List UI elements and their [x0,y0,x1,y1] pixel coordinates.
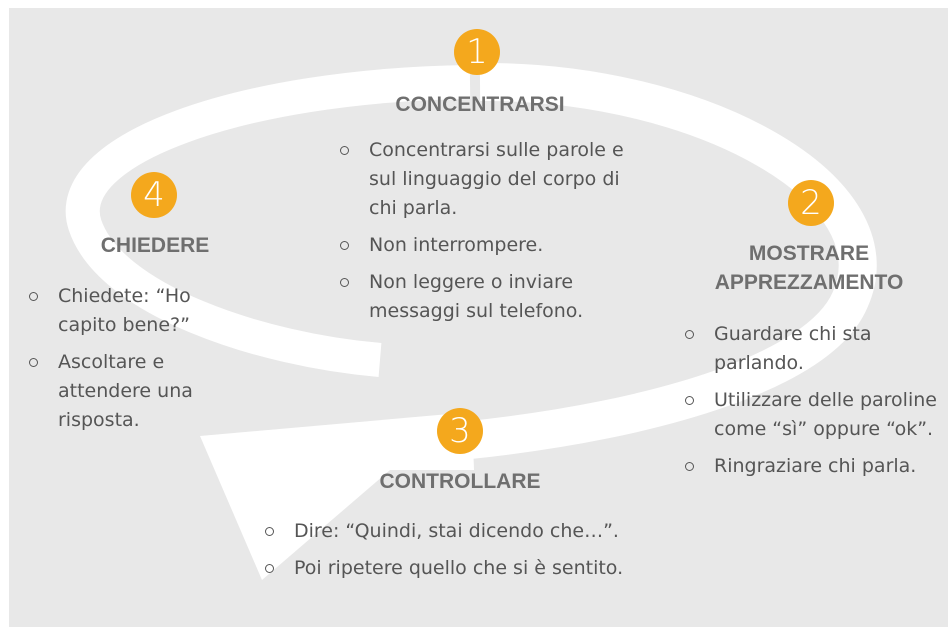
step-3-bullet: Poi ripetere quello che si è sentito. [262,554,624,583]
step-2-bullet: Guardare chi sta parlando. [682,320,944,378]
step-1-heading: CONCENTRARSI [395,93,565,116]
step-2-bullet: Ringraziare chi parla. [682,452,944,481]
step-3-bullet: Dire: “Quindi, stai dicendo che…”. [262,517,682,546]
step-2-bullet-list: Guardare chi sta parlando. Utilizzare de… [682,320,944,489]
step-3-bullet-list: Dire: “Quindi, stai dicendo che…”. Poi r… [262,517,682,591]
step-1-bullet: Non leggere o inviare messaggi sul telef… [337,268,627,326]
step-4-number-badge: 4 [131,172,177,218]
step-4-heading: CHIEDERE [100,234,210,257]
step-3-heading: CONTROLLARE [379,470,541,493]
step-2-heading-line: MOSTRARE [748,242,870,265]
step-4-bullet: Ascoltare e attendere una risposta. [26,348,226,435]
step-1-bullet-list: Concentrarsi sulle parole e sul linguagg… [337,136,627,334]
step-1-bullet: Concentrarsi sulle parole e sul linguagg… [337,136,627,223]
step-2-bullet: Utilizzare delle paroline come “sì” oppu… [682,386,944,444]
step-1-number-badge: 1 [454,29,500,75]
step-2-heading-line: APPREZZAMENTO [714,271,904,294]
step-1-bullet: Non interrompere. [337,231,627,260]
step-3-number-badge: 3 [437,408,483,454]
step-4-bullet: Chiedete: “Ho capito bene?” [26,282,226,340]
step-2-number-badge: 2 [788,180,834,226]
step-2-heading: MOSTRARE APPREZZAMENTO [680,239,938,297]
step-4-bullet-list: Chiedete: “Ho capito bene?” Ascoltare e … [26,282,226,443]
